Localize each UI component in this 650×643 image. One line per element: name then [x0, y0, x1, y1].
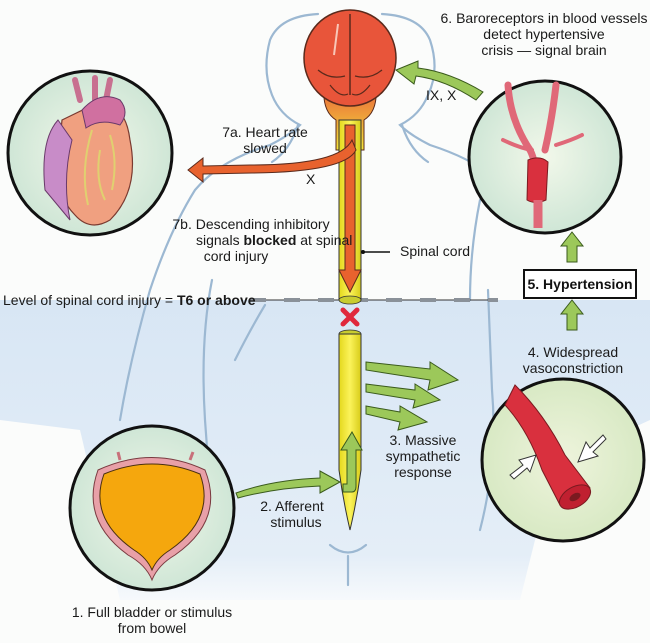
vessel-illustration — [480, 377, 646, 543]
step2-line2: stimulus — [270, 514, 322, 530]
nerves-ix-x-label: IX, X — [426, 87, 457, 103]
body-outline — [118, 12, 495, 587]
spinal-cord-cut-top — [338, 295, 362, 305]
heart-rate-arrow — [187, 138, 357, 184]
sympathetic-arrow-2 — [365, 383, 442, 409]
step2-line1: 2. Afferent — [260, 498, 324, 514]
step2-label: 2. Afferent stimulus — [252, 498, 332, 530]
step4-label: 4. Widespread vasoconstriction — [508, 344, 638, 376]
vasoconstriction-to-hypertension-arrow — [559, 299, 585, 331]
bladder-illustration — [68, 424, 236, 592]
heart-illustration — [6, 69, 174, 237]
step7b-line2: signals blocked at spinal — [196, 232, 353, 248]
brain — [303, 9, 397, 151]
step1-line2: from bowel — [117, 620, 187, 636]
step6-line3: crisis — signal brain — [481, 42, 607, 58]
injury-x-mark — [340, 307, 360, 327]
sympathetic-arrow-1 — [365, 361, 460, 391]
afferent-arrow-group — [235, 431, 363, 499]
hypertension-to-baroreceptor-arrow — [559, 231, 585, 263]
sympathetic-arrow-3 — [365, 405, 429, 431]
baroreceptor-arrow — [395, 60, 484, 101]
spinal-cord-label: Spinal cord — [400, 243, 471, 259]
compression-arrow-right — [577, 434, 607, 463]
step7a-line1: 7a. Heart rate — [222, 124, 308, 140]
step6-line2: detect hypertensive — [483, 26, 605, 42]
blocked-emphasis: blocked — [243, 232, 297, 248]
step4-line1: 4. Widespread — [527, 344, 619, 360]
step1-line1: 1. Full bladder or stimulus — [71, 604, 233, 620]
baroreceptor-illustration — [467, 79, 623, 235]
step4-line2: vasoconstriction — [522, 360, 624, 376]
step3-line1: 3. Massive — [389, 432, 457, 448]
step6-line1: 6. Baroreceptors in blood vessels — [440, 10, 648, 26]
step7b-label: 7b. Descending inhibitory signals blocke… — [166, 216, 353, 264]
step1-label: 1. Full bladder or stimulus from bowel — [62, 604, 242, 636]
step7a-label: 7a. Heart rate slowed — [215, 124, 315, 156]
vagus-x-label: X — [306, 171, 316, 187]
injury-level-value: T6 or above — [176, 292, 256, 308]
sympathetic-arrows — [365, 361, 460, 431]
step3-label: 3. Massive sympathetic response — [378, 432, 468, 480]
step7a-line2: slowed — [243, 140, 287, 156]
hypertension-box: 5. Hypertension — [523, 269, 637, 299]
step7b-line1: 7b. Descending inhibitory — [172, 216, 330, 232]
step3-line3: response — [394, 464, 452, 480]
step7b-line3: cord injury — [203, 248, 269, 264]
injury-level-label: Level of spinal cord injury = T6 or abov… — [3, 292, 256, 308]
step3-line2: sympathetic — [385, 448, 461, 464]
step6-label: 6. Baroreceptors in blood vessels detect… — [438, 10, 650, 58]
compression-arrow-left — [509, 454, 537, 480]
